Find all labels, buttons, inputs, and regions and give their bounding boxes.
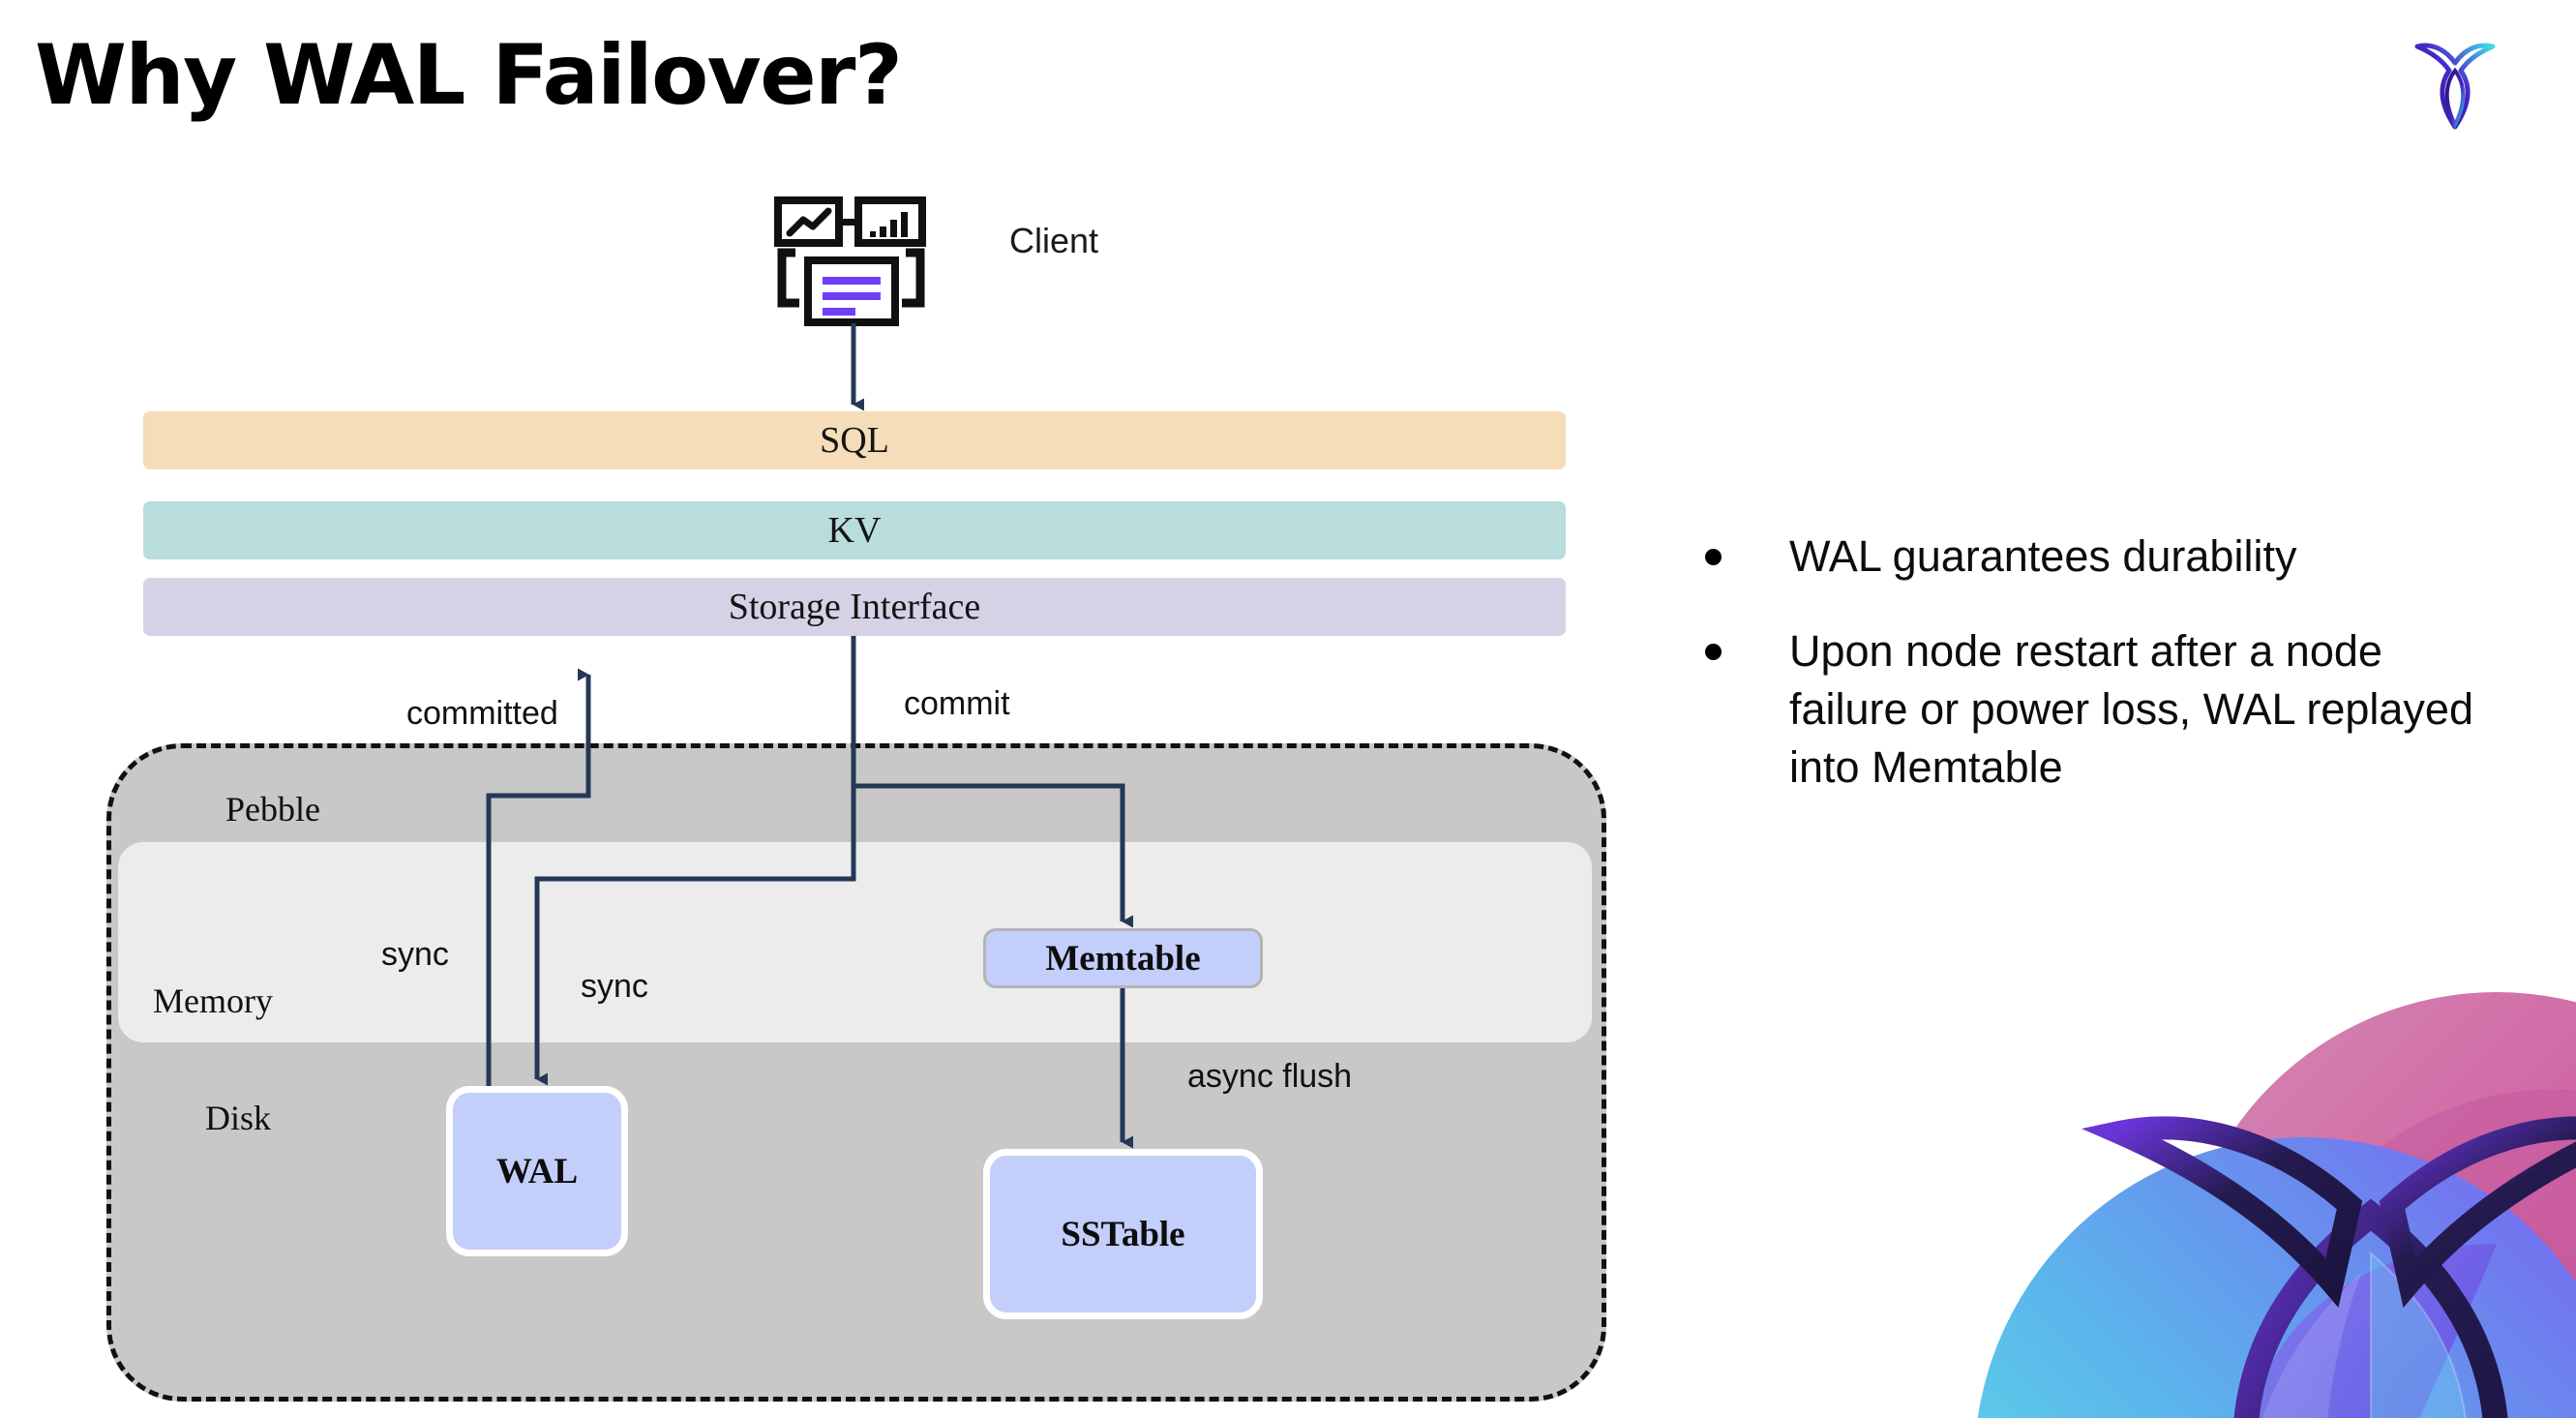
bullet-text: Upon node restart after a node failure o… [1789,625,2473,792]
edge-label-sync-left: sync [381,936,449,973]
edge-label-sync-right: sync [581,968,648,1005]
edge-label-commit: commit [904,685,1010,722]
decorative-corner-graphic [1955,924,2576,1418]
layer-label-storage-interface: Storage Interface [728,587,981,627]
page-title: Why WAL Failover? [35,27,903,124]
node-label-wal: WAL [495,1151,579,1192]
node-sstable: SSTable [983,1149,1263,1319]
cockroachdb-logo-icon [2411,31,2499,137]
bullet-dot-icon [1705,549,1722,565]
bullet-text: WAL guarantees durability [1789,531,2297,581]
bullet-dot-icon [1705,643,1722,660]
node-label-sstable: SSTable [1061,1214,1185,1254]
bullet-list: WAL guarantees durability Upon node rest… [1705,528,2508,832]
layer-bar-kv: KV [143,501,1566,559]
node-wal: WAL [446,1086,628,1256]
memory-label: Memory [153,981,273,1020]
layer-label-sql: SQL [820,420,889,461]
node-memtable: Memtable [983,928,1263,988]
memory-region [118,842,1592,1042]
disk-label: Disk [205,1099,272,1137]
list-item: Upon node restart after a node failure o… [1705,622,2508,797]
edge-label-async-flush: async flush [1187,1058,1353,1095]
list-item: WAL guarantees durability [1705,528,2508,586]
edge-label-committed: committed [406,695,558,732]
pebble-label: Pebble [225,790,320,829]
layer-bar-storage-interface: Storage Interface [143,578,1566,636]
node-label-memtable: Memtable [1045,938,1201,979]
client-dashboard-icon [774,196,929,327]
client-label: Client [1009,221,1099,260]
layer-label-kv: KV [827,510,882,551]
layer-bar-sql: SQL [143,411,1566,469]
